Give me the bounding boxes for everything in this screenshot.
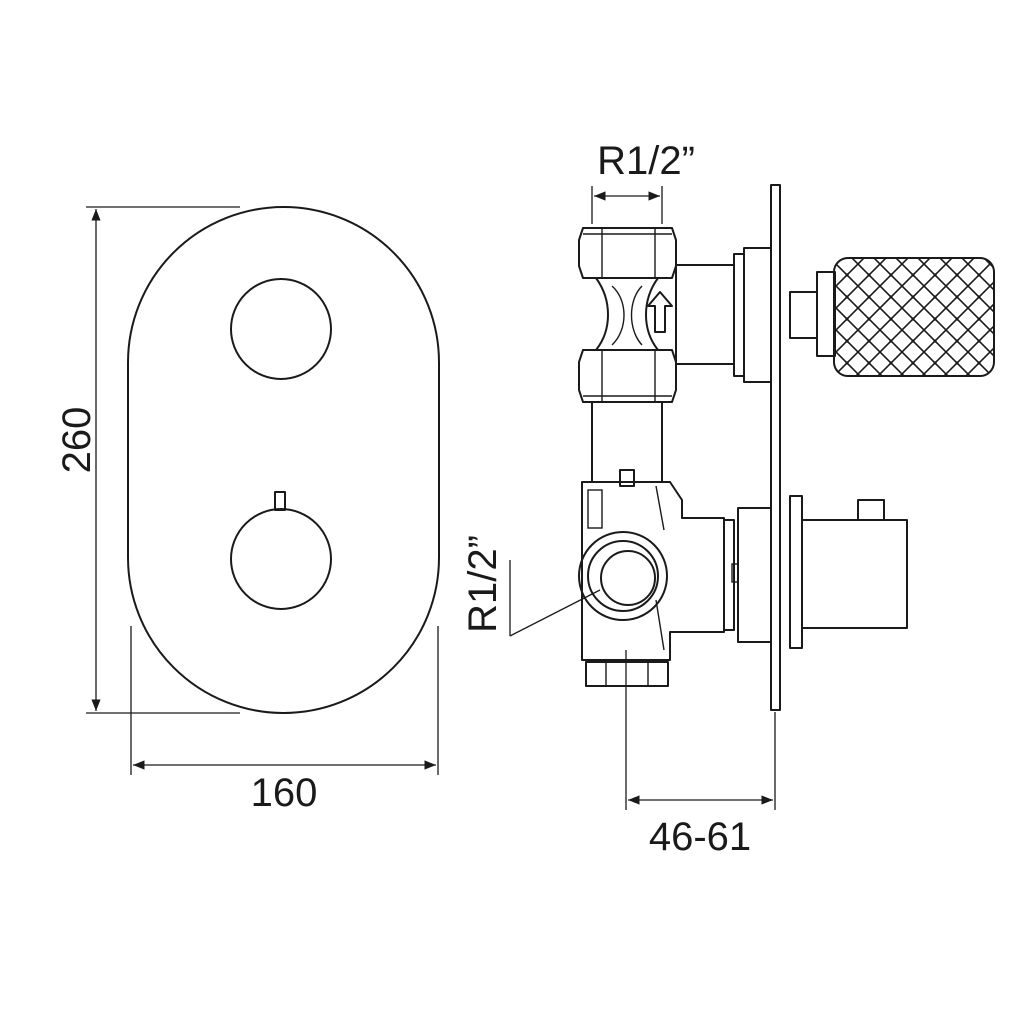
- upper-body-stem: [675, 264, 735, 365]
- thermostat-pin: [857, 499, 885, 521]
- lower-handle: [230, 508, 332, 610]
- side-inlet-bore: [600, 550, 656, 606]
- height-dimension: 260: [55, 206, 240, 714]
- knurl-texture: [834, 258, 994, 376]
- front-view: [127, 206, 440, 714]
- handle-indicator-pin: [274, 491, 286, 511]
- wall-plate: [770, 184, 781, 711]
- height-label: 260: [55, 407, 99, 474]
- lower-flange: [737, 507, 772, 643]
- top-thread-dimension: R1/2”: [591, 139, 695, 224]
- flow-arrow-icon: [647, 291, 673, 333]
- top-hex-nut: [578, 227, 677, 279]
- body-top-pin: [619, 469, 635, 487]
- side-inlet-outer: [578, 531, 668, 621]
- thermostat-handle: [801, 519, 908, 629]
- upper-spindle-collar: [816, 271, 836, 357]
- side-inlet-thread: [587, 540, 659, 612]
- depth-label: 46-61: [649, 815, 751, 859]
- upper-spindle: [789, 291, 818, 339]
- width-label: 160: [251, 771, 318, 815]
- upper-handle: [230, 278, 332, 380]
- depth-dimension: 46-61: [625, 650, 776, 859]
- bottom-hex-nut: [578, 349, 677, 403]
- upper-flange-inner: [743, 247, 772, 383]
- thermostatic-body: [578, 469, 772, 687]
- cover-plate: [127, 206, 440, 714]
- saddle-fitting: [595, 277, 659, 351]
- side-thread-callout: R1/2”: [461, 535, 601, 637]
- top-thread-label: R1/2”: [597, 139, 695, 183]
- bottom-outlet-nut: [585, 661, 669, 687]
- upper-flange: [733, 253, 745, 377]
- side-thread-label: R1/2”: [461, 535, 505, 633]
- lower-spindle: [789, 495, 803, 649]
- side-view: [578, 184, 995, 711]
- width-dimension: 160: [130, 626, 439, 815]
